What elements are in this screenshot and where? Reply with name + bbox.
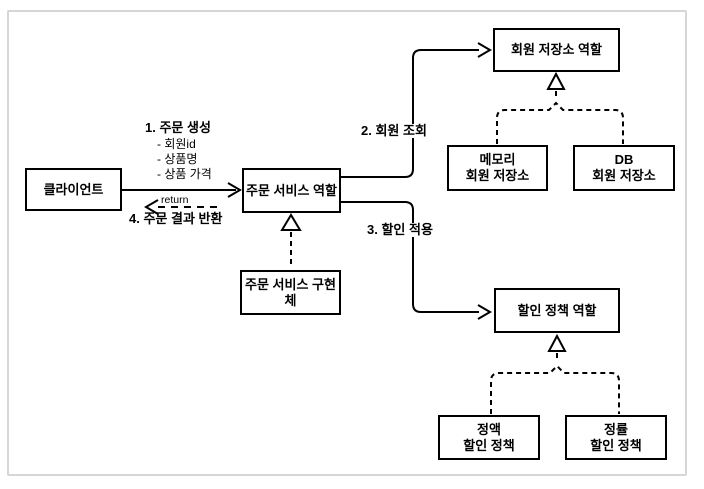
step1-params: - 회원id - 상품명 - 상품 가격 [157,137,212,182]
rate-discount-policy-box: 정률 할인 정책 [565,415,667,460]
realization-order-service [280,213,302,268]
step4-label: 4. 주문 결과 반환 [129,211,223,226]
hollow-triangle-icon [547,333,567,352]
db-member-repository-box: DB 회원 저장소 [573,145,675,191]
member-lookup-arrow [341,42,492,178]
discount-policy-role-box: 할인 정책 역할 [494,288,620,333]
order-service-role-box: 주문 서비스 역할 [242,168,341,213]
step1-param-member-id: - 회원id [157,137,196,151]
order-service-impl-box: 주문 서비스 구현체 [240,270,341,315]
fixed-discount-policy-box: 정액 할인 정책 [438,415,540,460]
return-arrow [144,199,217,215]
step1-param-item-name: - 상품명 [157,152,198,166]
step3-label: 3. 할인 적용 [365,222,435,237]
member-repository-role-box: 회원 저장소 역할 [493,28,620,72]
return-label: return [161,194,189,206]
order-create-arrow [122,182,242,198]
realization-discount-policies [490,333,620,414]
diagram-canvas-frame [7,10,687,476]
memory-member-repository-box: 메모리 회원 저장소 [447,145,548,191]
step1-label: 1. 주문 생성 [145,120,211,135]
hollow-triangle-icon [280,213,302,231]
discount-apply-arrow [341,201,492,320]
step1-param-item-price: - 상품 가격 [157,167,212,181]
hollow-triangle-icon [546,71,566,90]
client-box: 클라이언트 [25,168,122,211]
step2-label: 2. 회원 조회 [359,123,429,138]
realization-member-repositories [496,71,624,144]
